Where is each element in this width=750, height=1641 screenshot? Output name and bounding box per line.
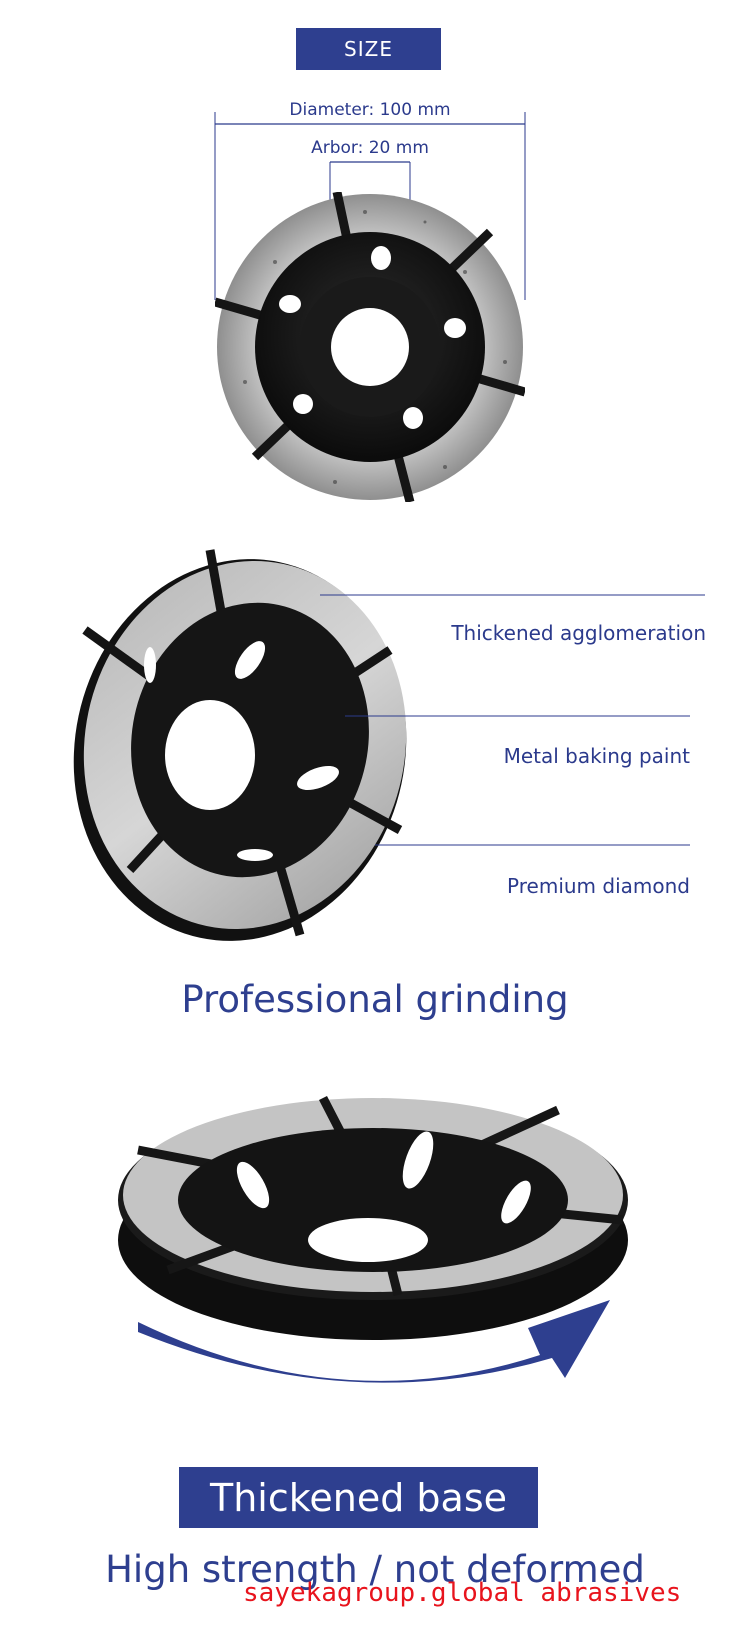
grinding-wheel-side-view — [118, 1095, 628, 1340]
grinding-wheel-top-view — [215, 192, 525, 502]
thickened-base-banner: Thickened base — [179, 1467, 538, 1528]
diameter-label: Diameter: 100 mm — [289, 100, 451, 120]
thickened-base-label: Thickened base — [209, 1475, 508, 1520]
arbor-label: Arbor: 20 mm — [311, 138, 429, 158]
grinding-wheel-angled-view — [73, 549, 407, 941]
watermark: sayekagroup.global abrasives — [243, 1578, 682, 1608]
feature-label-baking-paint: Metal baking paint — [503, 744, 690, 768]
feature-label-agglomeration: Thickened agglomeration — [451, 621, 706, 645]
feature-label-premium-diamond: Premium diamond — [507, 874, 690, 898]
feature-callout-lines — [320, 594, 705, 846]
size-banner-label: SIZE — [344, 37, 393, 61]
size-banner: SIZE — [296, 28, 441, 70]
rotation-arrow-icon — [138, 1300, 610, 1383]
high-strength-headline: High strength / not deformed — [105, 1548, 645, 1591]
professional-grinding-headline: Professional grinding — [181, 978, 569, 1021]
